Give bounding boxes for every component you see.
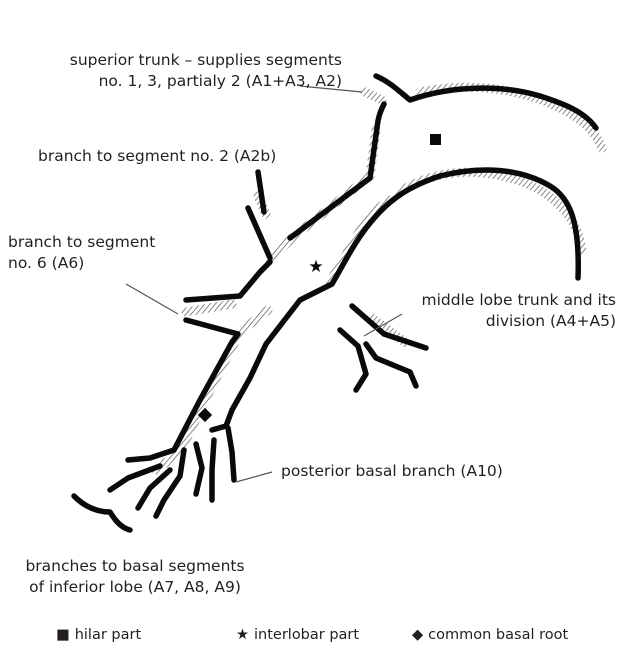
posterior-basal-label: posterior basal branch (A10) <box>281 461 503 482</box>
interlobar-marker: ★ <box>308 257 323 277</box>
middle-lobe-line2: division (A4+A5) <box>398 311 616 332</box>
legend-hilar: ■ hilar part <box>56 627 141 643</box>
diamond-icon: ◆ <box>412 627 423 643</box>
branch-seg6-label: branch to segment no. 6 (A6) <box>8 232 155 274</box>
hilar-marker <box>430 134 441 145</box>
legend-interlobar-label: interlobar part <box>254 627 359 643</box>
basal-line1: branches to basal segments <box>4 556 266 577</box>
vessel-shading <box>156 87 602 470</box>
branch-seg6-line1: branch to segment <box>8 232 155 253</box>
basal-branches-label: branches to basal segments of inferior l… <box>4 556 266 598</box>
superior-trunk-line1: superior trunk – supplies segments <box>8 50 342 71</box>
branch-seg2-label: branch to segment no. 2 (A2b) <box>38 146 276 167</box>
legend-basal-root: ◆ common basal root <box>412 627 568 643</box>
middle-lobe-line1: middle lobe trunk and its <box>398 290 616 311</box>
branch-seg6-line2: no. 6 (A6) <box>8 253 155 274</box>
legend-basal-root-label: common basal root <box>428 627 568 643</box>
star-icon: ★ <box>236 627 249 643</box>
legend-hilar-label: hilar part <box>75 627 141 643</box>
middle-lobe-label: middle lobe trunk and its division (A4+A… <box>398 290 616 332</box>
square-icon: ■ <box>56 627 70 643</box>
superior-trunk-line2: no. 1, 3, partialy 2 (A1+A3, A2) <box>8 71 342 92</box>
superior-trunk-label: superior trunk – supplies segments no. 1… <box>8 50 342 92</box>
basal-line2: of inferior lobe (A7, A8, A9) <box>4 577 266 598</box>
legend-interlobar: ★ interlobar part <box>236 627 359 643</box>
